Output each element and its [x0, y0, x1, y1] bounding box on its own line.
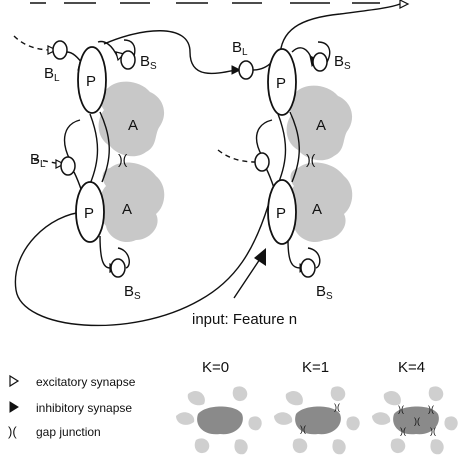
astrocyte-right-bottom — [287, 162, 353, 243]
basket-cell-l-left-mid — [60, 156, 76, 176]
basket-cell-s-right-top — [312, 52, 328, 72]
label-b-s-right-bottom: BS — [316, 283, 333, 302]
input-dashed-left-2 — [33, 159, 61, 165]
legend-excitatory-icon — [9, 374, 20, 388]
wire-right-top-up — [279, 3, 401, 59]
astrocyte-right-top — [286, 85, 353, 161]
wire-p4-bs4 — [287, 239, 301, 269]
input-arrow-head — [254, 248, 266, 266]
legend-inhibitory-icon — [9, 401, 19, 413]
label-b-l-left-top: BL — [44, 65, 60, 84]
label-b-s-left-top: BS — [140, 53, 157, 72]
svg-text:)(: )( — [398, 404, 404, 414]
svg-text:)(: )( — [334, 402, 340, 412]
input-arrow-line — [233, 255, 263, 299]
excitatory-synapse — [47, 45, 58, 55]
legend-excitatory-label: excitatory synapse — [36, 375, 136, 389]
wire-bs4-loop — [307, 247, 321, 269]
wire-bl4-p4 — [265, 167, 275, 189]
label-b-l-right-top: BL — [232, 39, 248, 58]
excitatory-synapse — [55, 159, 66, 169]
wire-bs2-loop — [117, 247, 130, 269]
astrocyte-left-bottom — [99, 162, 165, 243]
pyramidal-cell-right-top — [267, 48, 297, 116]
pyramidal-cell-left-top — [77, 46, 107, 114]
svg-text:)(: )( — [430, 426, 436, 436]
basket-cell-s-left-top — [120, 50, 136, 70]
label-a-left-top: A — [128, 117, 138, 134]
wire-bl4-p3 — [255, 119, 273, 157]
wire-p3-p4-b — [277, 113, 287, 185]
k-panel-1-label: K=1 — [302, 359, 329, 376]
label-b-s-left-bottom: BS — [124, 283, 141, 302]
pyramidal-cell-left-bottom — [75, 181, 105, 243]
label-p-left-bottom: P — [84, 205, 94, 222]
wire-bl2-p1 — [63, 119, 81, 161]
gap-junction-left: )( — [118, 151, 128, 167]
k-panel-0-label: K=0 — [202, 359, 229, 376]
label-a-left-bottom: A — [122, 201, 132, 218]
k-panel-1: )( )( — [274, 386, 360, 455]
wire-p2-bs2 — [99, 235, 111, 269]
wire-p1-p2-a — [99, 111, 110, 183]
wire-p3-p4-a — [289, 111, 300, 183]
excitatory-synapse — [399, 0, 410, 9]
wire-p3-bs3 — [291, 47, 313, 61]
legend-inhibitory-label: inhibitory synapse — [36, 401, 132, 415]
label-b-l-left-mid: BL — [30, 151, 46, 170]
k-panel-4: )( )( )( )( )( — [372, 386, 458, 455]
wire-p1-right — [103, 30, 237, 75]
k-panel-0 — [176, 386, 262, 455]
label-p-left-top: P — [86, 73, 96, 90]
input-label: input: Feature n — [192, 311, 297, 328]
label-p-right-bottom: P — [276, 205, 286, 222]
inhibitory-synapse — [231, 65, 242, 75]
wire-p1-p2-b — [89, 113, 99, 185]
svg-text:)(: )( — [428, 404, 434, 414]
input-dashed-left — [13, 35, 53, 51]
wire-p2-right-loop — [14, 205, 269, 327]
gap-junction-right: )( — [306, 151, 316, 167]
svg-text:)(: )( — [400, 426, 406, 436]
svg-text:)(: )( — [300, 424, 306, 434]
basket-cell-s-left-bottom — [110, 258, 126, 278]
basket-cell-l-right-mid — [254, 152, 270, 172]
pyramidal-cell-right-bottom — [267, 179, 297, 245]
basket-cell-l-left-top — [52, 40, 68, 60]
svg-text:)(: )( — [414, 416, 420, 426]
label-a-right-top: A — [316, 117, 326, 134]
legend-gap-label: gap junction — [36, 425, 101, 439]
label-b-s-right-top: BS — [334, 53, 351, 72]
input-dashed-right — [217, 149, 257, 163]
label-a-right-bottom: A — [312, 201, 322, 218]
label-p-right-top: P — [276, 75, 286, 92]
basket-cell-l-right-top — [238, 60, 254, 80]
legend-gap-icon: )( — [8, 424, 17, 439]
astrocyte-left-top — [98, 81, 165, 157]
k-panel-4-label: K=4 — [398, 359, 425, 376]
basket-cell-s-right-bottom — [300, 258, 316, 278]
